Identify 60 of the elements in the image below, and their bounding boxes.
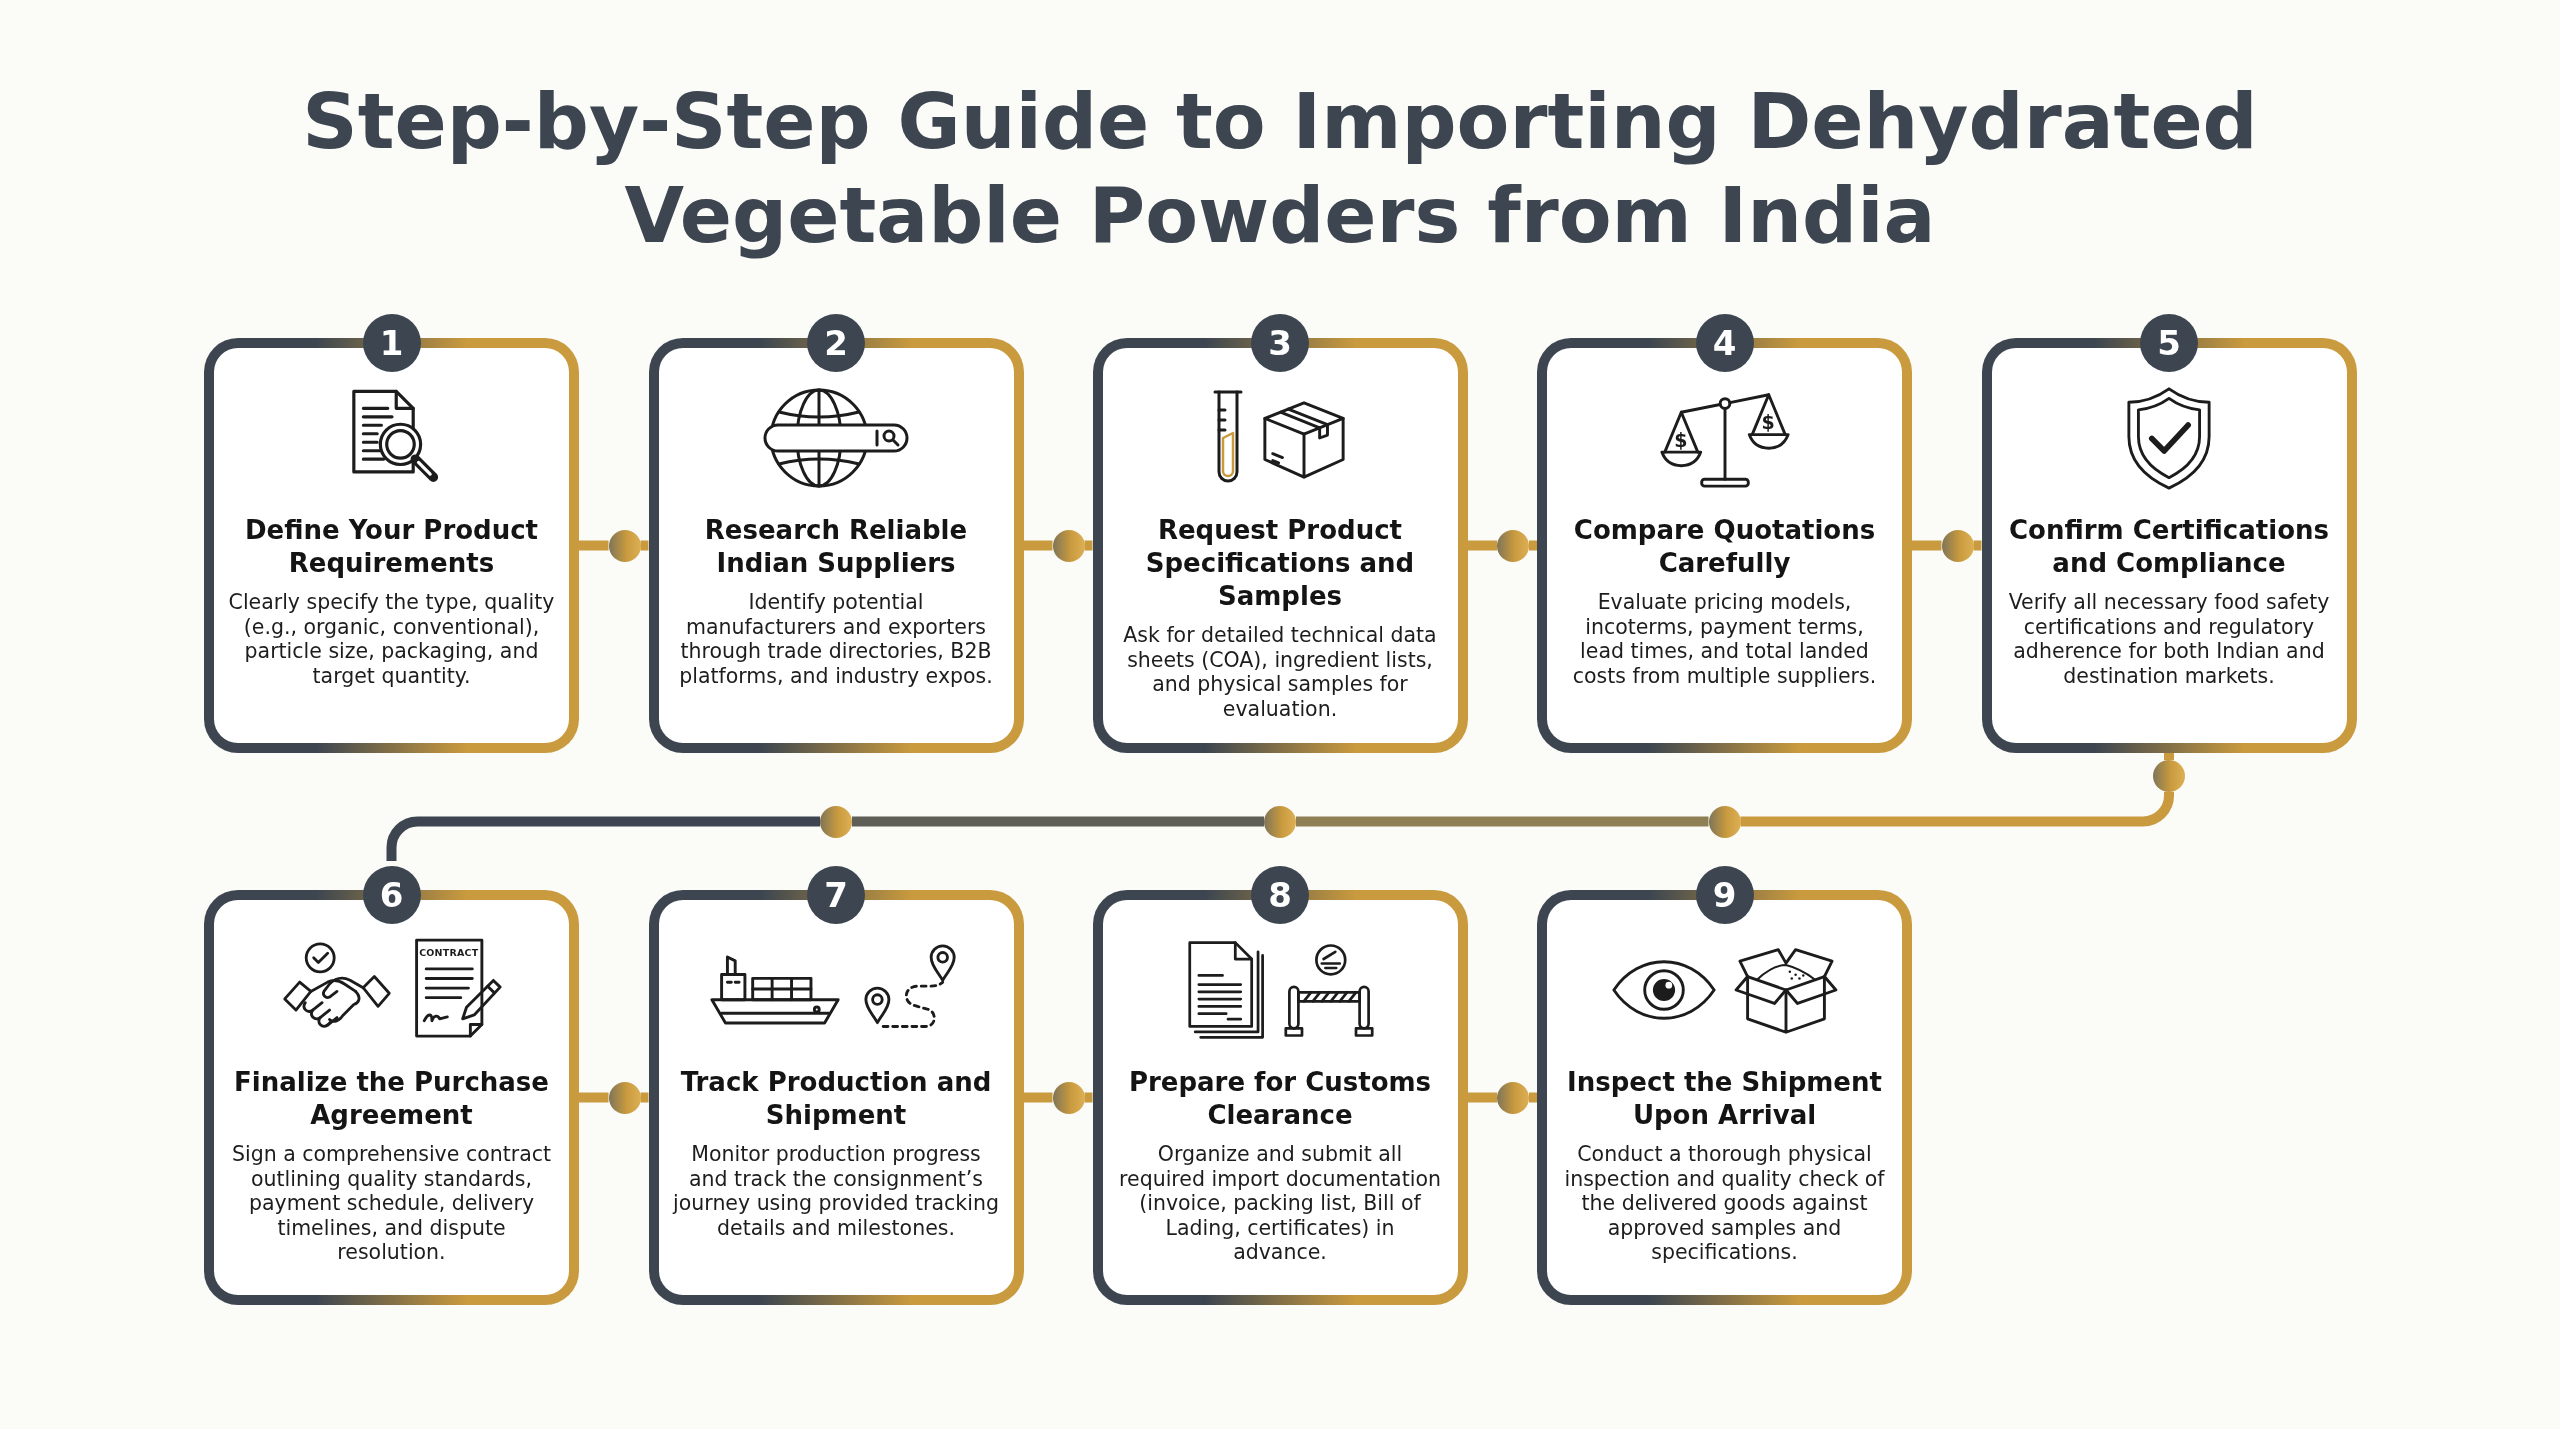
step-title: Research Reliable Indian Suppliers [703, 514, 969, 580]
connector-line [1740, 790, 2174, 827]
connector-line [1467, 1092, 1497, 1103]
connector-line [579, 540, 609, 551]
step-description: Ask for detailed technical data sheets (COA), ingredient lists, and physical samples for evaluation. [1122, 623, 1438, 721]
junction-dot [820, 805, 852, 838]
step-number-badge: 1 [362, 314, 421, 372]
step-number-badge: 8 [1251, 866, 1309, 924]
connector-line [640, 540, 649, 551]
junction-dot [1497, 1081, 1529, 1114]
connector-line [1023, 540, 1053, 551]
currency-symbol: $ [1674, 430, 1688, 450]
step-title: Compare Quotations Carefully [1572, 514, 1877, 580]
step-title: Prepare for Customs Clearance [1127, 1066, 1433, 1132]
step-number-badge: 3 [1251, 314, 1309, 372]
step-description: Identify potential manufacturers and exporters through trade directories, B2B platforms, and industry expos. [678, 590, 994, 688]
connector-line [1296, 816, 1709, 827]
junction-dot [1052, 529, 1085, 562]
junction-dot [1052, 1081, 1085, 1114]
step-description: Sign a comprehensive contract outlining quality standards, payment schedule, delivery timelines, and dispute resolution. [230, 1142, 553, 1265]
step-title: Define Your Product Requirements [243, 514, 540, 580]
document-heading: CONTRACT [419, 948, 479, 958]
junction-dot [1264, 805, 1296, 838]
connector-line [1529, 540, 1537, 551]
step-description: Conduct a thorough physical inspection and quality check of the delivered goods against approved samples and specifications. [1563, 1142, 1886, 1265]
step-title: Confirm Certifications and Compliance [2008, 514, 2330, 580]
connector-line [1529, 1092, 1537, 1103]
step-number-badge: 4 [1695, 314, 1754, 372]
junction-dot [1708, 805, 1741, 838]
step-description: Organize and submit all required import documentation (invoice, packing list, Bill of Lading, certificates) in advance. [1118, 1142, 1442, 1265]
junction-dot [608, 529, 641, 562]
connector-line [1084, 1092, 1093, 1103]
connector-line [579, 1092, 609, 1103]
step-description: Monitor production progress and track the consignment’s journey using provided tracking details and milestones. [672, 1142, 1000, 1240]
connector-line [1084, 540, 1093, 551]
step-number-badge: 7 [807, 866, 865, 924]
step-number-badge: 9 [1695, 866, 1754, 924]
step-description: Verify all necessary food safety certifications and regulatory adherence for both Indian and destination markets. [2007, 590, 2331, 688]
currency-symbol: $ [1761, 412, 1775, 432]
connector-line [852, 816, 1264, 827]
step-title: Request Product Specifications and Samples [1144, 514, 1416, 613]
step-description: Clearly specify the type, quality (e.g., organic, conventional), particle size, packaging, and target quantity. [227, 590, 556, 688]
step-title: Finalize the Purchase Agreement [233, 1066, 550, 1132]
connector-line [1912, 540, 1942, 551]
junction-dot [608, 1081, 641, 1114]
step-title: Inspect the Shipment Upon Arrival [1566, 1066, 1883, 1132]
step-number-badge: 6 [362, 866, 421, 924]
step-number-badge: 2 [807, 314, 865, 372]
connector-line [1973, 540, 1982, 551]
connector-line [1023, 1092, 1053, 1103]
connector-line [2164, 753, 2174, 760]
junction-dot [1497, 529, 1529, 562]
step-description: Evaluate pricing models, incoterms, payment terms, lead times, and total landed costs from multiple suppliers. [1571, 590, 1878, 688]
junction-dot [1941, 529, 1974, 562]
title: Step-by-Step Guide to Importing Dehydrated Vegetable Powders from India [301, 76, 2259, 262]
connector-line [1467, 540, 1497, 551]
step-number-badge: 5 [2140, 314, 2198, 372]
junction-dot [2153, 760, 2185, 792]
step-title: Track Production and Shipment [679, 1066, 993, 1132]
connector-line [640, 1092, 649, 1103]
